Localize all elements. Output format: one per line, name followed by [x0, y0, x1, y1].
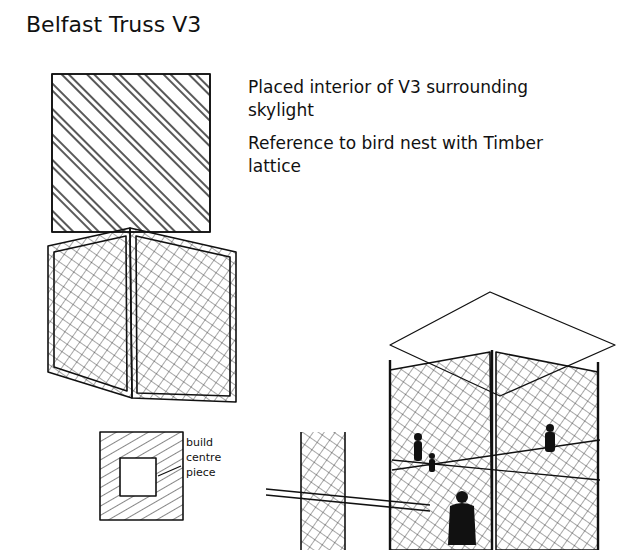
figure	[414, 441, 422, 461]
tower-panel	[390, 352, 492, 550]
screen-frame	[136, 236, 230, 396]
floor-line	[392, 460, 600, 480]
figure	[429, 459, 435, 472]
callout-note: build centre piece	[186, 436, 221, 479]
figure	[456, 491, 468, 503]
figure	[545, 432, 555, 452]
wall-edge	[344, 432, 346, 550]
wall-edge	[300, 432, 302, 550]
plan-outline	[100, 432, 183, 520]
wall-lattice	[301, 432, 345, 550]
tower-post	[389, 360, 391, 550]
sketch-note: Reference to bird nest with Timber latti…	[248, 133, 543, 176]
tower-post	[597, 362, 599, 550]
figure	[429, 453, 435, 459]
figure	[414, 433, 422, 441]
screen-panel	[130, 228, 236, 402]
screen-frame	[54, 236, 127, 391]
sketch-note: Placed interior of V3 surrounding skylig…	[248, 77, 528, 120]
lattice-square	[52, 74, 210, 232]
leader-line	[158, 466, 181, 476]
sketch-title: Belfast Truss V3	[26, 12, 201, 37]
tower-post	[491, 350, 493, 550]
screen-panel	[48, 228, 132, 398]
figure	[546, 424, 554, 432]
floor-line	[392, 440, 600, 470]
tower-panel	[496, 352, 598, 550]
lattice-frame	[52, 74, 210, 232]
centre-piece	[120, 458, 156, 496]
figure	[448, 503, 476, 545]
